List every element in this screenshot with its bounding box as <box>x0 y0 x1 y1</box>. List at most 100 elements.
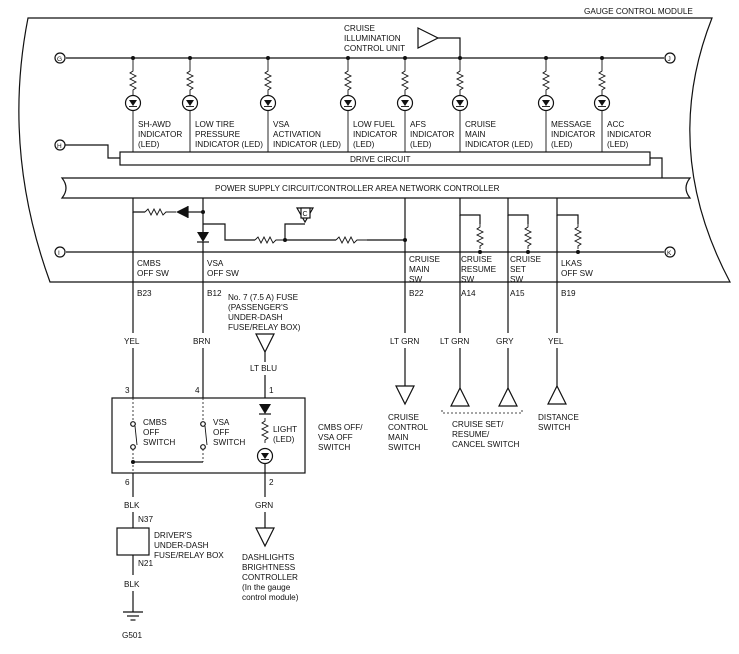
power-supply-label: POWER SUPPLY CIRCUIT/CONTROLLER AREA NET… <box>215 184 500 193</box>
svg-text:CRUISE: CRUISE <box>388 413 419 422</box>
svg-text:PRESSURE: PRESSURE <box>195 130 241 139</box>
svg-text:SWITCH: SWITCH <box>213 438 245 447</box>
svg-text:FUSE/RELAY BOX: FUSE/RELAY BOX <box>154 551 224 560</box>
svg-text:CONTROL: CONTROL <box>388 423 428 432</box>
svg-text:(LED): (LED) <box>607 140 629 149</box>
svg-text:INDICATOR: INDICATOR <box>353 130 397 139</box>
svg-text:UNDER-DASH: UNDER-DASH <box>154 541 209 550</box>
svg-text:LKAS: LKAS <box>561 259 582 268</box>
svg-text:G: G <box>57 56 62 63</box>
svg-text:B23: B23 <box>137 289 152 298</box>
svg-text:CANCEL SWITCH: CANCEL SWITCH <box>452 440 520 449</box>
svg-text:INDICATOR (LED): INDICATOR (LED) <box>195 140 263 149</box>
terminal-i <box>54 246 66 258</box>
svg-text:OFF: OFF <box>213 428 229 437</box>
wire-color-yel-lkas: YEL <box>548 337 564 346</box>
svg-text:DISTANCE: DISTANCE <box>538 413 579 422</box>
svg-text:BLK: BLK <box>124 501 140 510</box>
power-supply-box <box>60 177 692 199</box>
svg-text:N37: N37 <box>138 515 153 524</box>
svg-text:AFS: AFS <box>410 120 426 129</box>
svg-text:(In the gauge: (In the gauge <box>242 583 291 592</box>
svg-text:VSA: VSA <box>213 418 230 427</box>
svg-text:I: I <box>58 250 60 257</box>
ground-branch: BLK N37 DRIVER'S UNDER-DASH FUSE/RELAY B… <box>116 473 224 640</box>
cruise-illumination-unit: CRUISE ILLUMINATION CONTROL UNIT <box>344 24 461 58</box>
fuse-no7: No. 7 (7.5 A) FUSE (PASSENGER'S UNDER-DA… <box>228 293 301 398</box>
indicator-cruise-main: CRUISE MAIN INDICATOR (LED) <box>451 56 533 152</box>
svg-text:INDICATOR: INDICATOR <box>551 130 595 139</box>
svg-text:H: H <box>57 143 62 150</box>
svg-text:(LED): (LED) <box>410 140 432 149</box>
svg-text:A15: A15 <box>510 289 525 298</box>
svg-text:control module): control module) <box>242 593 299 602</box>
svg-text:RESUME: RESUME <box>461 265 497 274</box>
distance-switch-label: DISTANCE SWITCH <box>538 413 579 432</box>
svg-text:SWITCH: SWITCH <box>388 443 420 452</box>
svg-text:B19: B19 <box>561 289 576 298</box>
svg-text:N21: N21 <box>138 559 153 568</box>
svg-text:SWITCH: SWITCH <box>538 423 570 432</box>
svg-text:(LED): (LED) <box>138 140 160 149</box>
svg-text:2: 2 <box>269 478 274 487</box>
svg-text:(LED): (LED) <box>551 140 573 149</box>
wire-color-ltgrn-resume: LT GRN <box>440 337 469 346</box>
svg-text:OFF SW: OFF SW <box>561 269 593 278</box>
indicator-low-fuel: LOW FUEL INDICATOR (LED) <box>339 56 397 152</box>
module-title: GAUGE CONTROL MODULE <box>584 7 693 16</box>
svg-text:DRIVER'S: DRIVER'S <box>154 531 192 540</box>
svg-text:INDICATOR: INDICATOR <box>607 130 651 139</box>
input-lkas-off-sw: LKAS OFF SW B19 <box>561 259 593 298</box>
svg-text:CONTROLLER: CONTROLLER <box>242 573 298 582</box>
svg-text:CRUISE SET/: CRUISE SET/ <box>452 420 504 429</box>
distance-switch-symbol <box>547 384 567 405</box>
svg-text:INDICATOR: INDICATOR <box>138 130 182 139</box>
cruise-set-switch-label: CRUISE SET/ RESUME/ CANCEL SWITCH <box>452 420 520 449</box>
internal-switch-logic: C <box>132 198 407 245</box>
svg-text:(LED): (LED) <box>273 435 295 444</box>
svg-text:INDICATOR (LED): INDICATOR (LED) <box>273 140 341 149</box>
cruise-resume-switch-symbol <box>450 386 470 407</box>
indicator-sh-awd: SH-AWD INDICATOR (LED) <box>124 56 182 152</box>
svg-text:LOW TIRE: LOW TIRE <box>195 120 235 129</box>
svg-text:ACC: ACC <box>607 120 624 129</box>
svg-text:BRIGHTNESS: BRIGHTNESS <box>242 563 296 572</box>
svg-text:CRUISE: CRUISE <box>461 255 492 264</box>
terminal-k <box>664 246 676 258</box>
svg-text:LT BLU: LT BLU <box>250 364 277 373</box>
svg-text:CMBS OFF/: CMBS OFF/ <box>318 423 363 432</box>
svg-text:CRUISE: CRUISE <box>510 255 541 264</box>
input-cruise-set-sw: CRUISE SET SW A15 <box>510 255 541 298</box>
indicator-vsa-activation: VSA ACTIVATION INDICATOR (LED) <box>259 56 341 152</box>
cruise-main-switch-symbol <box>395 385 415 406</box>
svg-text:SW: SW <box>461 275 474 284</box>
svg-text:SW: SW <box>510 275 523 284</box>
svg-text:DASHLIGHTS: DASHLIGHTS <box>242 553 295 562</box>
svg-text:INDICATOR (LED): INDICATOR (LED) <box>465 140 533 149</box>
svg-text:G501: G501 <box>122 631 142 640</box>
svg-text:OFF SW: OFF SW <box>137 269 169 278</box>
svg-text:1: 1 <box>269 386 274 395</box>
wire-color-ltgrn-main: LT GRN <box>390 337 419 346</box>
cmbs-vsa-off-switch-title: CMBS OFF/ VSA OFF SWITCH <box>318 423 363 452</box>
indicator-afs: AFS INDICATOR (LED) <box>396 56 454 152</box>
svg-text:No. 7 (7.5 A) FUSE: No. 7 (7.5 A) FUSE <box>228 293 299 302</box>
svg-text:INDICATOR: INDICATOR <box>410 130 454 139</box>
cmbs-vsa-off-switch-box: 3 4 1 6 2 CMBS OFF SWITCH VSA OFF SWITCH… <box>111 386 306 487</box>
cruise-main-switch-label: CRUISE CONTROL MAIN SWITCH <box>388 413 428 452</box>
svg-text:3: 3 <box>125 386 130 395</box>
input-cruise-resume-sw: CRUISE RESUME SW A14 <box>461 255 497 298</box>
svg-text:A14: A14 <box>461 289 476 298</box>
indicator-message: MESSAGE INDICATOR (LED) <box>537 56 595 152</box>
svg-text:MAIN: MAIN <box>409 265 430 274</box>
indicator-low-tire-pressure: LOW TIRE PRESSURE INDICATOR (LED) <box>181 56 263 152</box>
svg-text:VSA: VSA <box>207 259 224 268</box>
terminal-j <box>664 52 676 64</box>
svg-text:BLK: BLK <box>124 580 140 589</box>
input-cmbs-off-sw: CMBS OFF SW B23 <box>132 212 169 300</box>
svg-text:CRUISE: CRUISE <box>409 255 440 264</box>
svg-text:MAIN: MAIN <box>465 130 486 139</box>
svg-text:CMBS: CMBS <box>143 418 167 427</box>
svg-text:6: 6 <box>125 478 130 487</box>
